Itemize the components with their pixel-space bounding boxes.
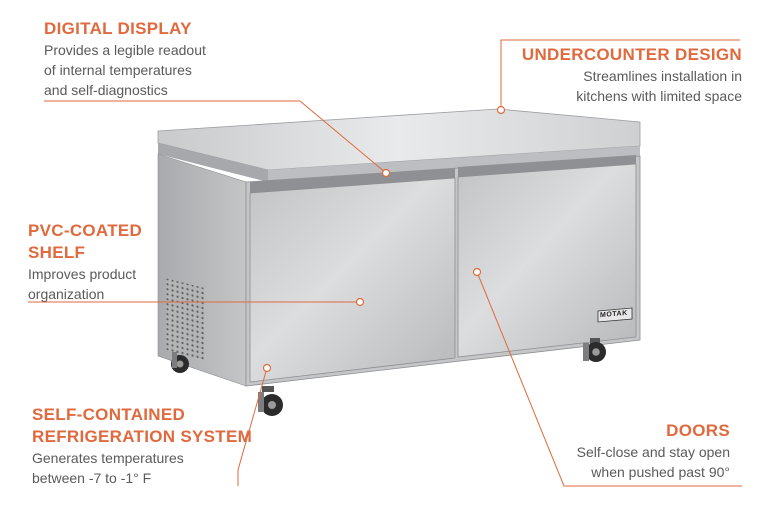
callout-line: Self-close and stay open xyxy=(576,444,730,460)
hotspot-digital-display xyxy=(381,168,391,178)
callout-line: Generates temperatures xyxy=(32,450,184,466)
brand-badge xyxy=(597,307,633,323)
callout-line: Streamlines installation in xyxy=(583,68,742,84)
caster-rear-left xyxy=(171,352,189,373)
callout-title-line: REFRIGERATION SYSTEM xyxy=(32,427,253,446)
leader-digital-display xyxy=(44,100,387,174)
callout-line: of internal temperatures xyxy=(44,62,192,78)
callout-line: when pushed past 90° xyxy=(591,464,730,480)
callout-title-line: SHELF xyxy=(28,243,86,262)
callout-title-line: PVC-COATED xyxy=(28,221,143,240)
callout-line: kitchens with limited space xyxy=(576,88,742,104)
leader-refrigeration xyxy=(237,367,268,486)
hotspot-dots xyxy=(262,105,506,373)
callout-line: between -7 to -1° F xyxy=(32,470,152,486)
callout-line: and self-diagnostics xyxy=(44,82,168,98)
caster-front-right xyxy=(583,338,606,362)
countertop xyxy=(157,108,641,182)
right-door xyxy=(457,163,637,358)
side-panel xyxy=(157,153,247,387)
callout-doors: DOORS Self-close and stay open when push… xyxy=(490,420,730,482)
caster-front-left xyxy=(258,386,283,416)
hotspot-doors xyxy=(472,267,482,277)
callout-refrigeration-system: SELF-CONTAINED REFRIGERATION SYSTEM Gene… xyxy=(32,404,252,488)
callout-line: organization xyxy=(28,286,105,302)
callout-title: DOORS xyxy=(666,421,730,440)
hotspot-refrigeration xyxy=(262,363,272,373)
callout-title: UNDERCOUNTER DESIGN xyxy=(521,45,742,64)
callout-line: Improves product xyxy=(28,266,137,282)
leader-lines xyxy=(28,39,742,487)
callout-undercounter-design: UNDERCOUNTER DESIGN Streamlines installa… xyxy=(482,44,742,106)
leader-undercounter xyxy=(500,39,740,110)
ventilation-grille xyxy=(166,278,204,360)
callout-line: Provides a legible readout xyxy=(44,42,206,58)
callout-pvc-shelf: PVC-COATED SHELF Improves product organi… xyxy=(28,220,142,304)
callout-title-line: SELF-CONTAINED xyxy=(32,405,186,424)
left-door xyxy=(249,177,456,383)
callout-title: DIGITAL DISPLAY xyxy=(44,19,192,38)
hotspot-undercounter xyxy=(496,105,506,115)
hotspot-pvc-shelf xyxy=(355,297,365,307)
leader-doors xyxy=(476,271,742,487)
callout-digital-display: DIGITAL DISPLAY Provides a legible reado… xyxy=(44,18,206,100)
